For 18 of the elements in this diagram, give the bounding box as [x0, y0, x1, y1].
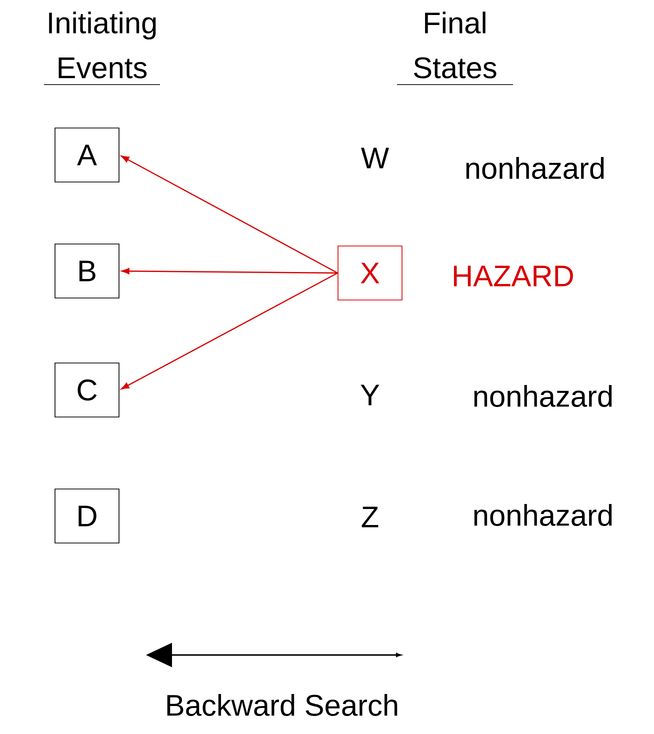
hazard-label: HAZARD [454, 266, 573, 286]
state-letter: Z [362, 506, 378, 528]
letter-box: C [54, 362, 120, 418]
caption: Backward Search [167, 694, 398, 716]
letter-box: A [54, 128, 120, 182]
state-letter: Y [360, 384, 380, 406]
arrow [121, 156, 338, 274]
arrow [121, 268, 338, 274]
state-label: nonhazard [474, 504, 612, 526]
letter-box: B [54, 244, 120, 298]
column-heading: Initiating Events [49, 12, 156, 78]
state-label: nonhazard [474, 385, 612, 407]
state-label: nonhazard [466, 157, 604, 179]
letter-box: D [54, 488, 120, 544]
column-heading: Final States [414, 12, 496, 78]
arrow [121, 272, 338, 390]
state-letter: W [361, 148, 389, 168]
letter-box: X [338, 246, 402, 300]
